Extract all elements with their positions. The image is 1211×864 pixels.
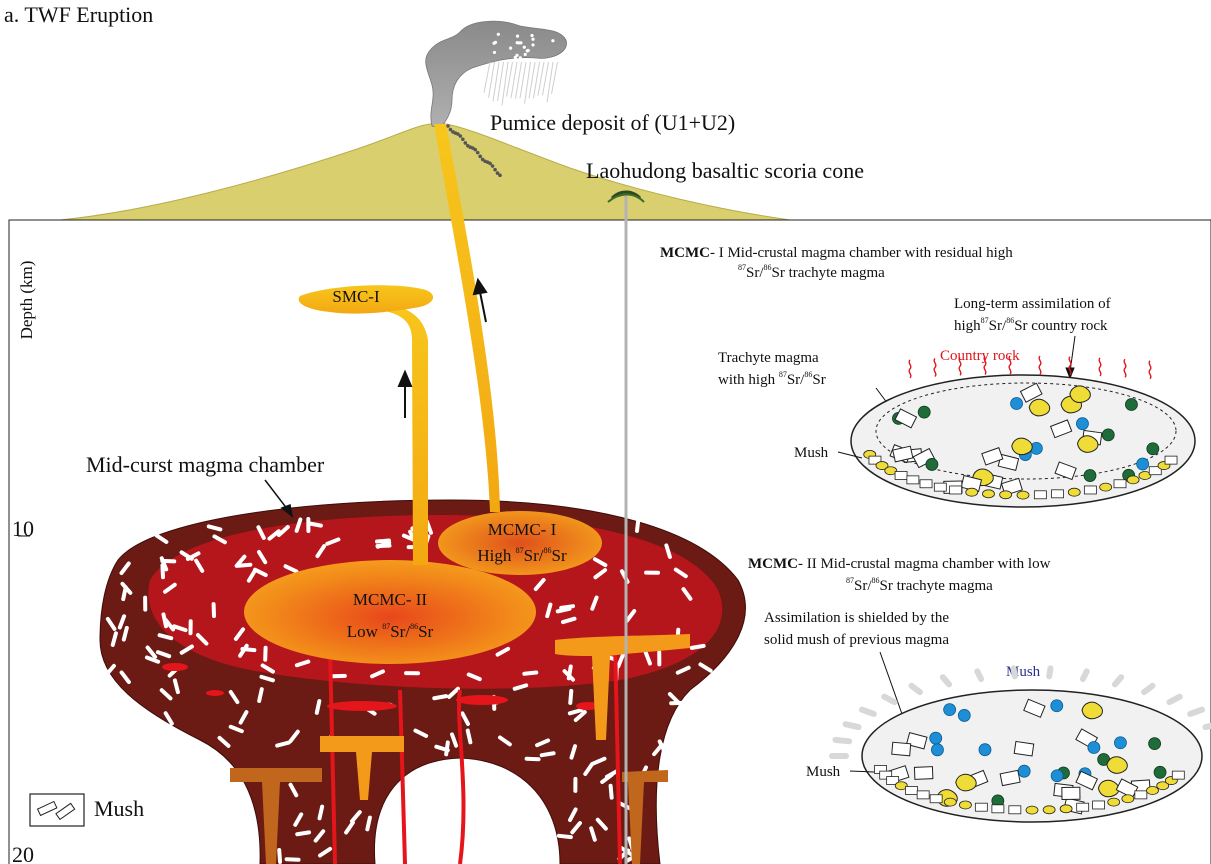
mcmc2-label: MCMC- II: [353, 590, 427, 609]
depth-axis: Depth (km) 10 20: [12, 261, 36, 864]
panel1-trachyte-line1: Trachyte magma: [718, 350, 819, 366]
legend-mush-label: Mush: [94, 796, 144, 821]
panel1-heading: MCMC- I Mid-crustal magma chamber with r…: [660, 245, 1013, 261]
mcmc1-label: MCMC- I: [488, 520, 557, 539]
panel1-assimilation-line1: Long-term assimilation of: [954, 296, 1111, 312]
pumice-deposit-label: Pumice deposit of (U1+U2): [490, 110, 735, 135]
smc-label: SMC-I: [332, 287, 380, 306]
panel-mcmc1: MCMC- I Mid-crustal magma chamber with r…: [660, 245, 1195, 507]
panel1-assimilation-line2: high87Sr/86Sr country rock: [954, 316, 1108, 334]
panel2-heading: MCMC- II Mid-crustal magma chamber with …: [748, 556, 1051, 572]
scoria-cone-label: Laohudong basaltic scoria cone: [586, 158, 864, 183]
mcmc2-chamber: [244, 560, 536, 664]
legend: Mush: [30, 794, 144, 826]
panel1-country-rock-label: Country rock: [940, 348, 1020, 364]
depth-tick-20: 20: [12, 842, 34, 864]
depth-tick-10: 10: [12, 516, 34, 541]
panel2-shield-line1: Assimilation is shielded by the: [764, 610, 949, 626]
panel2-heading-line2: 87Sr/86Sr trachyte magma: [846, 576, 993, 594]
flow-arrow-left: [399, 372, 411, 418]
panel2-mush-label: Mush: [806, 764, 841, 780]
panel1-trachyte-line2: with high 87Sr/86Sr: [718, 370, 826, 388]
depth-axis-label: Depth (km): [17, 261, 36, 340]
mid-crust-chamber-label: Mid-curst magma chamber: [86, 452, 325, 477]
panel2-shield-line2: solid mush of previous magma: [764, 632, 949, 648]
panel1-mush-label: Mush: [794, 445, 829, 461]
panel-mcmc2: MCMC- II Mid-crustal magma chamber with …: [748, 556, 1211, 822]
page-title: a. TWF Eruption: [4, 2, 153, 27]
mcmc2-ratio: Low 87Sr/86Sr: [347, 622, 434, 641]
panel1-heading-line2: 87Sr/86Sr trachyte magma: [738, 263, 885, 281]
